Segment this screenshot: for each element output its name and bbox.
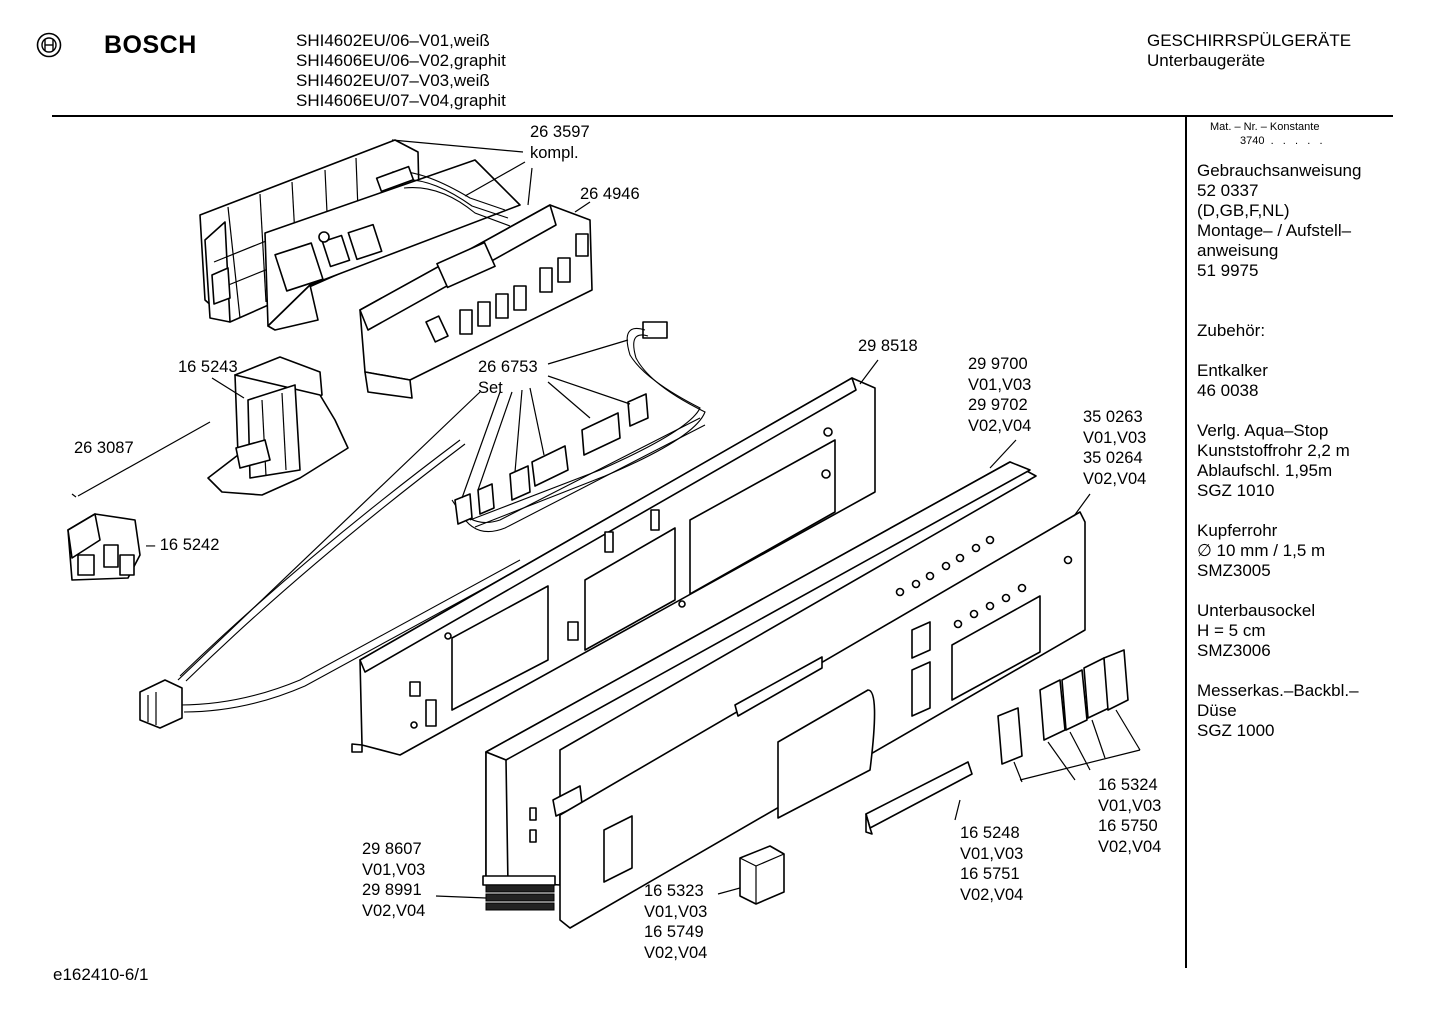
part-label-165323: 16 5323 V01,V03 16 5749 V02,V04 — [644, 882, 708, 962]
drawing-id: e162410-6/1 — [53, 965, 149, 984]
inner-control-frame — [351, 377, 876, 756]
connection-cable-set — [139, 321, 706, 729]
accessory-line — [1197, 581, 1361, 601]
push-buttons-and-trim — [739, 649, 1141, 905]
accessory-line: Gebrauchsanweisung — [1197, 161, 1362, 180]
accessory-line: anweisung — [1197, 241, 1279, 260]
accessory-line: SGZ 1010 — [1197, 481, 1275, 500]
accessory-line: Kupferrohr — [1197, 521, 1278, 540]
part-label-165324: 16 5324 V01,V03 16 5750 V02,V04 — [1098, 776, 1162, 856]
category-block: GESCHIRRSPÜLGERÄTE Unterbaugeräte — [1147, 31, 1351, 71]
part-label-165248: 16 5248 V01,V03 16 5751 V02,V04 — [960, 824, 1024, 904]
part-label-350263: 35 0263 V01,V03 35 0264 V02,V04 — [1083, 408, 1147, 488]
part-label-298607: 29 8607 V01,V03 29 8991 V02,V04 — [362, 840, 426, 920]
part-label-298518: 29 8518 — [858, 337, 918, 355]
part-label-165242: – 16 5242 — [146, 536, 220, 554]
control-module-assembly — [199, 139, 593, 399]
accessory-line: Düse — [1197, 701, 1237, 720]
mat-nr-value: 3740 . . . . . — [1240, 135, 1323, 147]
accessory-line — [1197, 341, 1361, 361]
accessory-line: SMZ3006 — [1197, 641, 1271, 660]
accessory-line: Ablaufschl. 1,95m — [1197, 461, 1333, 480]
accessory-line — [1197, 281, 1361, 301]
accessory-line: 46 0038 — [1197, 381, 1259, 400]
bosch-logo-icon — [36, 32, 62, 58]
part-label-266753: 26 6753 Set — [478, 358, 538, 397]
accessory-line: H = 5 cm — [1197, 621, 1266, 640]
part-label-263087: 26 3087 — [74, 439, 134, 457]
part-label-299700: 29 9700 V01,V03 29 9702 V02,V04 — [968, 355, 1032, 435]
category-subtitle: Unterbaugeräte — [1147, 51, 1266, 70]
accessory-line: Unterbausockel — [1197, 601, 1316, 620]
part-label-165243: 16 5243 — [178, 358, 238, 376]
accessory-line: ∅ 10 mm / 1,5 m — [1197, 541, 1326, 560]
accessory-line: Zubehör: — [1197, 321, 1266, 340]
accessory-line: SMZ3005 — [1197, 561, 1271, 580]
model-list: SHI4602EU/06–V01,weiß SHI4606EU/06–V02,g… — [296, 31, 506, 111]
accessory-line: Montage– / Aufstell– — [1197, 221, 1352, 240]
front-fascia-panel — [559, 511, 1086, 929]
accessory-line: 51 9975 — [1197, 261, 1259, 280]
model-line: SHI4602EU/06–V01,weiß — [296, 31, 490, 50]
accessory-line: 52 0337 — [1197, 181, 1259, 200]
accessory-line — [1197, 301, 1361, 321]
control-panel-carrier — [482, 461, 1037, 911]
header-divider — [52, 115, 1393, 117]
sidebar-divider — [1185, 116, 1187, 968]
category-title: GESCHIRRSPÜLGERÄTE — [1147, 31, 1352, 50]
accessory-line — [1197, 661, 1361, 681]
mat-nr-label: Mat. – Nr. – Konstante — [1210, 121, 1320, 133]
accessory-line — [1197, 401, 1361, 421]
accessory-line — [1197, 501, 1361, 521]
model-line: SHI4606EU/06–V02,graphit — [296, 51, 506, 70]
model-line: SHI4602EU/07–V03,weiß — [296, 71, 490, 90]
accessory-line: Entkalker — [1197, 361, 1268, 380]
accessory-line: Kunststoffrohr 2,2 m — [1197, 441, 1350, 460]
relay-and-sensor-parts — [67, 356, 349, 581]
model-line: SHI4606EU/07–V04,graphit — [296, 91, 506, 110]
accessory-line: SGZ 1000 — [1197, 721, 1275, 740]
accessory-line: Messerkas.–Backbl.– — [1197, 681, 1359, 700]
leader-lines — [177, 139, 1091, 899]
brand-name: BOSCH — [104, 31, 197, 59]
part-label-264946: 26 4946 — [580, 185, 640, 203]
part-label-263597: 26 3597 kompl. — [530, 123, 590, 162]
accessory-line: (D,GB,F,NL) — [1197, 201, 1290, 220]
accessory-line: Verlg. Aqua–Stop — [1197, 421, 1329, 440]
